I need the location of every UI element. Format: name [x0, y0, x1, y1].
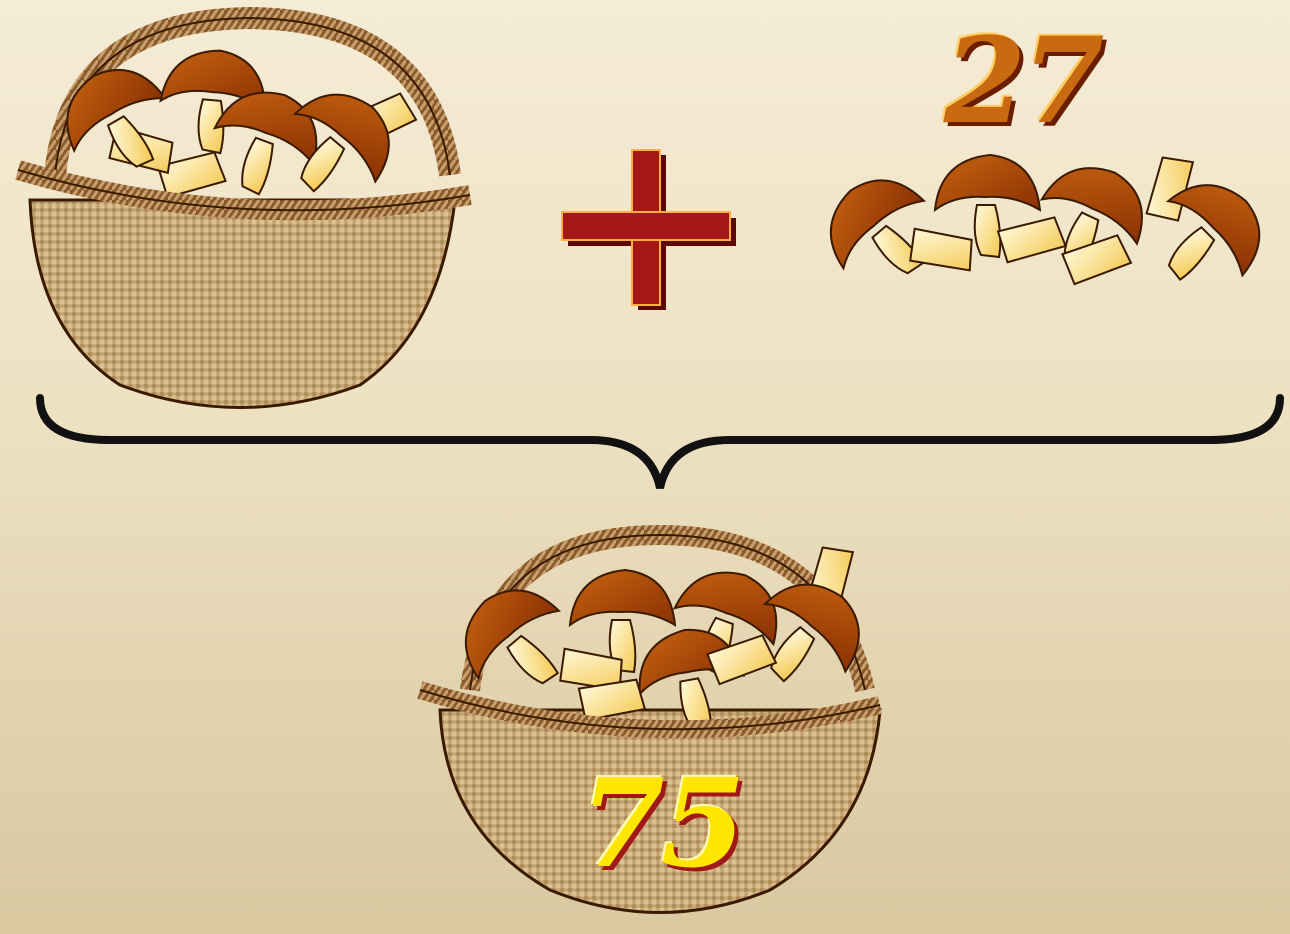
full-basket-icon [417, 524, 883, 914]
curly-brace-icon [36, 394, 1284, 489]
total-count-label: 75 [580, 751, 746, 895]
added-count-label: 27 [944, 11, 1104, 150]
plus-icon [561, 149, 736, 310]
mushroom-pile-icon [807, 148, 1283, 310]
basket-of-mushrooms-icon [15, 6, 472, 409]
